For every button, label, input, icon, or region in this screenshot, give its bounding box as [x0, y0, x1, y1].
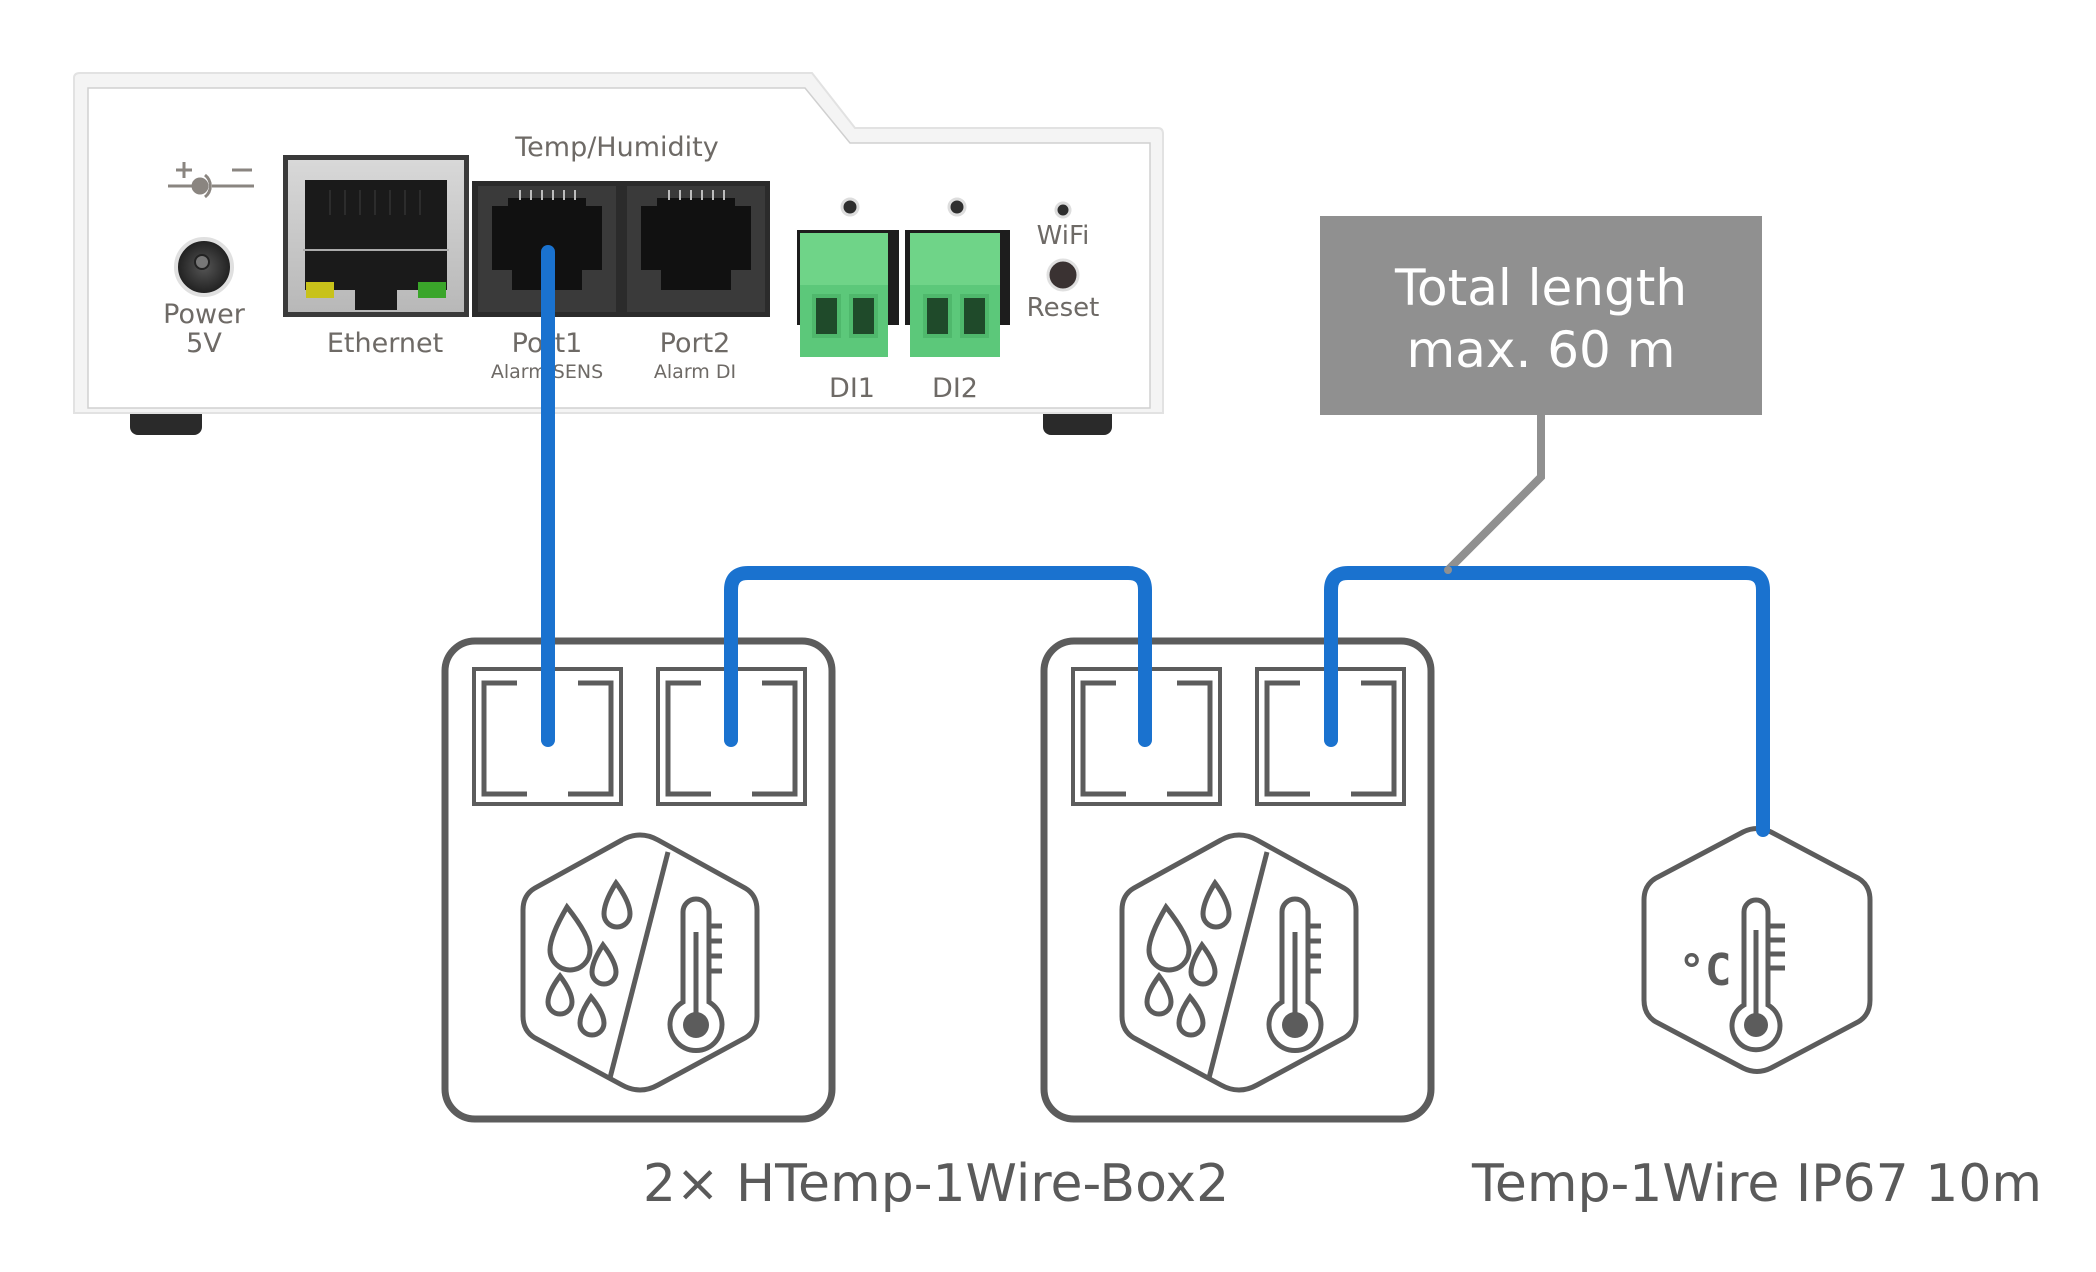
- di2-led: [947, 197, 967, 217]
- box-outline: [441, 637, 836, 1123]
- callout-leader-tip: [1444, 566, 1452, 574]
- power-jack-pin: [194, 254, 210, 270]
- probe-caption: Temp-1Wire IP67 10m: [1471, 1154, 2042, 1214]
- callout-leader-line: [1444, 411, 1545, 574]
- length-callout: Total length max. 60 m: [1320, 216, 1762, 574]
- di2-label: DI2: [932, 373, 978, 404]
- di2-terminal[interactable]: [905, 230, 1010, 357]
- port2-sublabel: Alarm DI: [654, 361, 736, 383]
- one-wire-cabling: [541, 245, 1770, 837]
- wifi-led: [1054, 201, 1072, 219]
- polarity-icon: [168, 162, 254, 199]
- power-label: Power: [163, 299, 246, 330]
- ethernet-led-green: [418, 282, 446, 298]
- temp-humidity-header: Temp/Humidity: [514, 132, 718, 163]
- callout-line1: Total length: [1394, 259, 1687, 317]
- port2-label: Port2: [660, 328, 731, 359]
- di1-label: DI1: [829, 373, 875, 404]
- ethernet-led-yellow: [306, 282, 334, 298]
- di1-led: [840, 197, 860, 217]
- callout-line2: max. 60 m: [1407, 321, 1676, 379]
- celsius-icon: °C: [1679, 945, 1732, 996]
- ethernet-label: Ethernet: [327, 328, 443, 359]
- wifi-label: WiFi: [1037, 221, 1090, 251]
- di1-terminal[interactable]: [797, 230, 899, 357]
- controller-device: Power 5V Ethernet Temp/Humidity: [73, 72, 1164, 435]
- reset-button[interactable]: [1046, 258, 1080, 292]
- reset-label: Reset: [1027, 293, 1100, 323]
- htemp-box-1: [441, 637, 836, 1123]
- boxes-caption: 2× HTemp-1Wire-Box2: [643, 1154, 1229, 1214]
- humidity-temperature-icon: [520, 832, 760, 1093]
- callout-box: [1320, 216, 1762, 415]
- wire-box2-to-probe: [1324, 566, 1770, 837]
- temp-probe: °C: [1641, 826, 1873, 1074]
- thermometer-icon: [1729, 897, 1785, 1053]
- ethernet-port[interactable]: [283, 155, 469, 317]
- port2-socket[interactable]: [627, 186, 765, 312]
- power-voltage-label: 5V: [186, 328, 222, 359]
- wire-box1-to-box2: [724, 566, 1152, 747]
- htemp-box-2: [1044, 641, 1431, 1119]
